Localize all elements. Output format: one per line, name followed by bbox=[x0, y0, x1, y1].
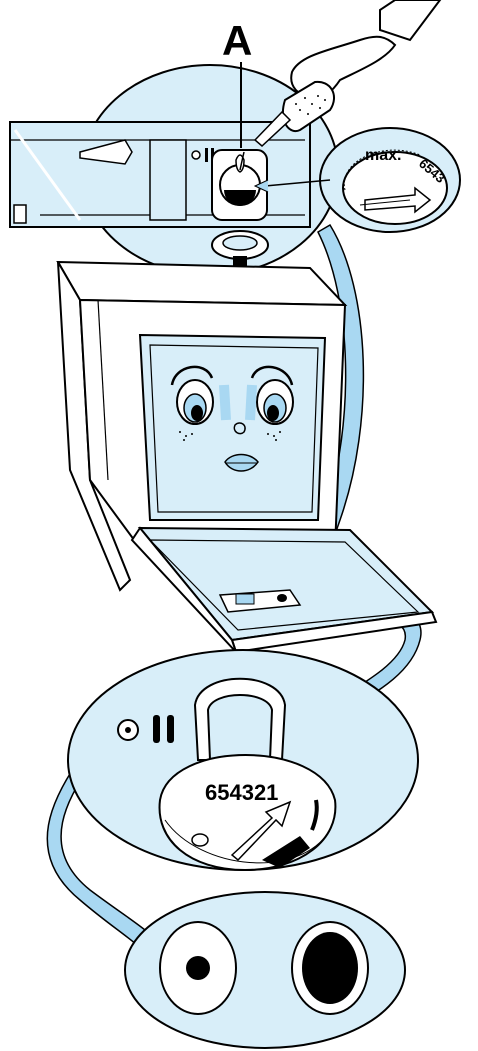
max-label: max. bbox=[365, 147, 401, 164]
dishwasher-door-panel bbox=[138, 333, 327, 521]
hand-sleeve bbox=[379, 0, 442, 42]
panel-corner-clip bbox=[13, 204, 27, 224]
callout-label-a: A bbox=[222, 17, 252, 64]
panel-latch-handle bbox=[79, 139, 133, 165]
top-dial-arrow-icon bbox=[364, 186, 432, 214]
panel-slot bbox=[149, 139, 187, 221]
door-face-illustration bbox=[170, 365, 294, 472]
bottom-dial-arrow-icon bbox=[230, 800, 292, 862]
dishwasher-top bbox=[56, 260, 348, 307]
nose-icon bbox=[233, 422, 246, 435]
indicator-dot-icon bbox=[191, 150, 201, 160]
bottom-dial-numbers: 654321 bbox=[205, 780, 278, 805]
dial-well bbox=[158, 754, 337, 872]
